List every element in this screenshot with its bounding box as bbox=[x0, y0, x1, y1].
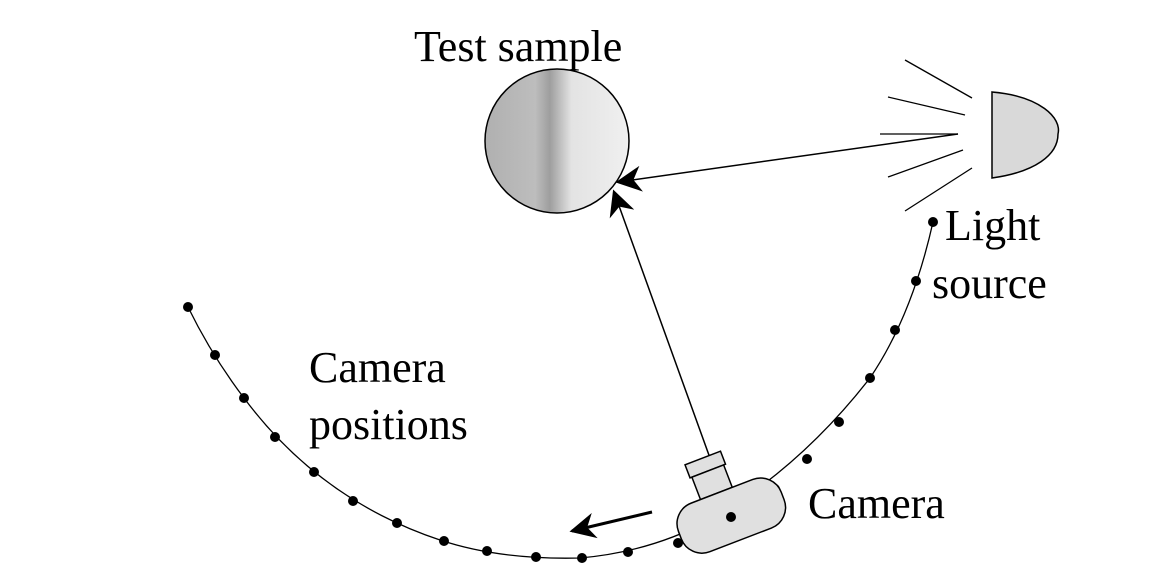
light-source-label-line2: source bbox=[932, 259, 1047, 308]
camera-position-dot bbox=[726, 512, 736, 522]
camera-position-dot bbox=[865, 373, 875, 383]
camera-positions-label-line2: positions bbox=[309, 400, 468, 449]
camera-position-dot bbox=[673, 538, 683, 548]
camera-position-dot bbox=[439, 536, 449, 546]
camera-position-dot bbox=[210, 350, 220, 360]
camera-position-dots bbox=[183, 217, 938, 563]
light-rays bbox=[880, 59, 973, 212]
camera-position-dot bbox=[928, 217, 938, 227]
camera-positions-label-line1: Camera bbox=[309, 343, 446, 392]
camera-position-dot bbox=[911, 276, 921, 286]
light-to-sample-arrow bbox=[615, 133, 959, 192]
camera-position-dot bbox=[834, 417, 844, 427]
camera-position-dot bbox=[348, 496, 358, 506]
camera-position-dot bbox=[239, 393, 249, 403]
camera-position-dot bbox=[623, 547, 633, 557]
camera-to-sample-arrow bbox=[609, 189, 711, 459]
camera-position-dot bbox=[270, 432, 280, 442]
camera-position-dot bbox=[183, 302, 193, 312]
camera-label: Camera bbox=[808, 479, 945, 528]
camera-movement-arrow bbox=[569, 510, 653, 539]
camera-position-dot bbox=[802, 454, 812, 464]
test-sample-sphere bbox=[484, 68, 630, 214]
camera-position-dot bbox=[531, 552, 541, 562]
camera-position-dot bbox=[392, 518, 402, 528]
light-source-label-line1: Light bbox=[945, 201, 1040, 250]
camera-position-dot bbox=[577, 553, 587, 563]
camera-position-dot bbox=[890, 325, 900, 335]
camera-position-dot bbox=[309, 467, 319, 477]
test-sample-label: Test sample bbox=[414, 22, 622, 71]
light-source-lamp bbox=[991, 91, 1060, 179]
camera-position-dot bbox=[482, 546, 492, 556]
